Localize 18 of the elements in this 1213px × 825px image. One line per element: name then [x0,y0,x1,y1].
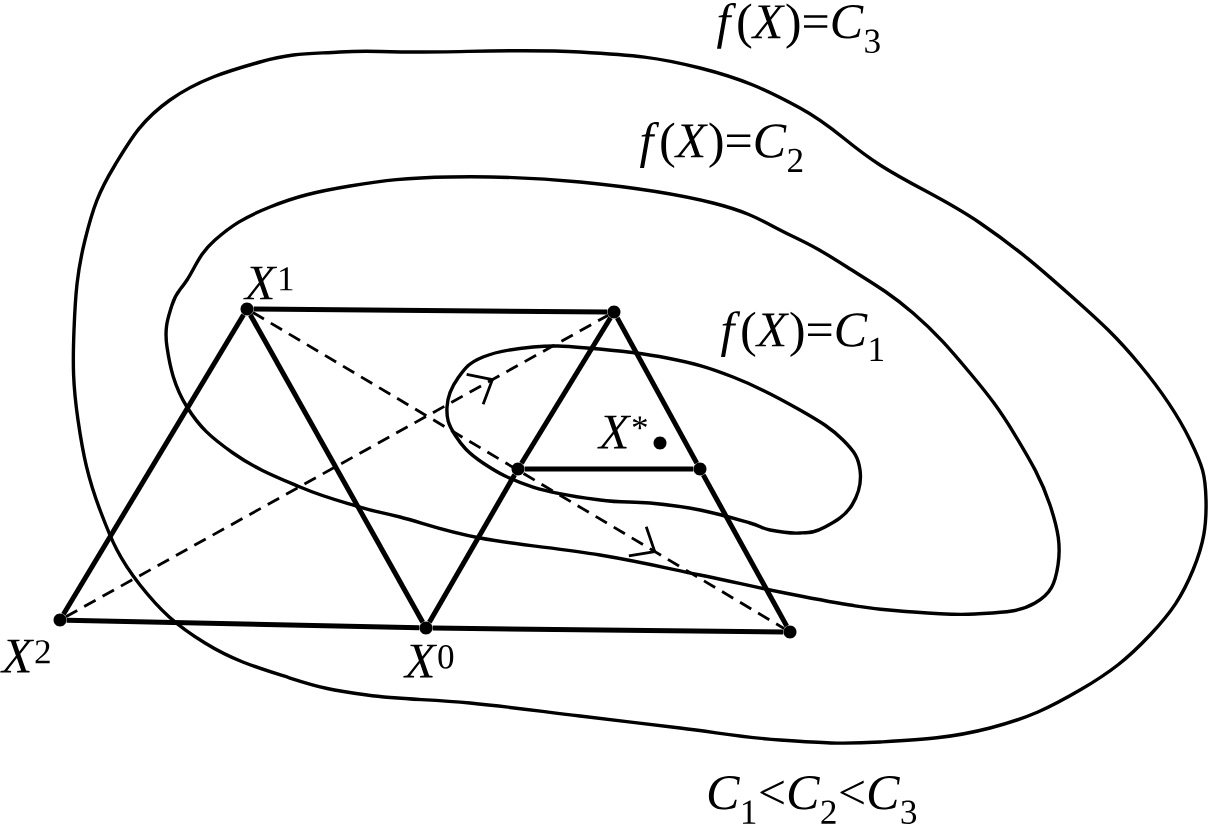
simplex-edge [432,625,784,635]
relation-note: C$_{1}$<C$_{2}$<C$_{3}$ [708,776,917,825]
simplex-edge [519,316,613,465]
contour-label: f(X)=C$_{1}$ [721,311,883,361]
vertex-label: X$^{2}$ [0,639,50,673]
simplex-edge [66,617,420,631]
simplex-edge [253,306,608,315]
simplex-edge [427,473,517,624]
simplex-edge [61,313,246,616]
simplex-edge [248,313,425,624]
simplex-edge [615,316,699,465]
contour-label: f(X)=C$_{2}$ [640,122,803,172]
contour-label: f(X)=C$_{3}$ [717,2,880,54]
vertex-label: X$^{1}$ [243,266,293,300]
point-label: X$^{*}$ [597,415,647,449]
simplex-edge [524,466,694,472]
simplex-edge [701,473,789,628]
vertex-label: X$^{0}$ [403,644,454,678]
